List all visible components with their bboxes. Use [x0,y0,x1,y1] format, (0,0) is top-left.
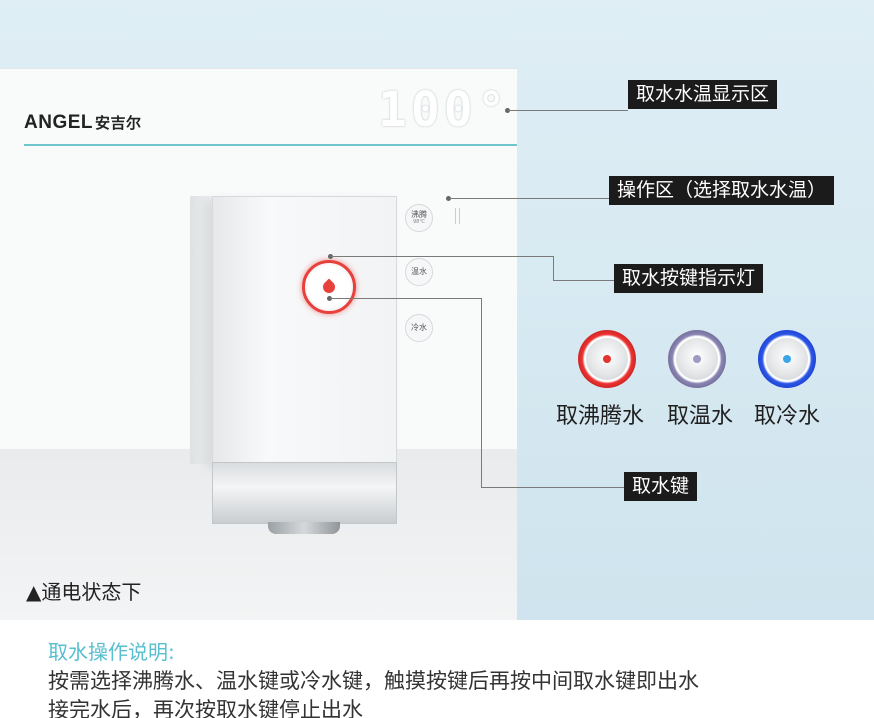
demo-cold-button-icon [758,330,816,388]
callout-dispense-key: 取水键 [624,472,698,501]
instructions-title: 取水操作说明: [48,640,175,664]
demo-boil-label: 取沸腾水 [556,404,645,429]
callout-temperature-display: 取水水温显示区 [628,80,778,109]
warm-water-key[interactable]: 温水 [405,258,433,286]
dispense-button[interactable] [302,260,356,314]
temperature-display: 100° [378,82,510,138]
boil-indicator-mark [455,208,460,224]
cold-key-label: 冷水 [411,322,427,332]
dispenser-head [212,196,397,464]
brand-name: ANGEL [24,112,93,133]
leader-line-light-h [331,256,554,257]
cold-water-key[interactable]: 冷水 [405,314,433,342]
leader-line-dispense-v [481,298,482,488]
instructions-line-1: 按需选择沸腾水、温水键或冷水键，触摸按键后再按中间取水键即出水 [48,669,699,693]
leader-dot-ops [446,196,451,201]
instructions-line-2: 接完水后，再次按取水键停止出水 [48,698,363,718]
brand-name-cn: 安吉尔 [95,115,142,132]
boil-key-sublabel: 98℃ [413,218,425,225]
water-drop-icon [320,278,338,296]
leader-line-dispense-h [330,298,482,299]
leader-dot-light [328,254,333,259]
warm-center-dot [693,355,701,363]
dispenser-head-side [190,196,214,464]
cold-center-dot [783,355,791,363]
demo-warm-label: 取温水 [667,404,734,429]
leader-dot-dispense [327,296,332,301]
boil-center-dot [603,355,611,363]
demo-cold-label: 取冷水 [754,404,821,429]
instructions-section [0,620,874,718]
leader-line-ops [449,198,609,199]
leader-dot-temp [505,108,510,113]
demo-boil-button-icon [578,330,636,388]
spout-nozzle [268,522,340,534]
warm-key-label: 温水 [411,266,427,276]
leader-line-temp [508,110,628,111]
leader-line-light-h2 [553,280,614,281]
spout-housing [212,462,397,524]
power-on-caption: ▲通电状态下 [26,580,142,604]
leader-line-light-v [553,256,554,281]
leader-line-dispense-h2 [481,487,624,488]
accent-divider [24,144,517,146]
callout-operation-area: 操作区（选择取水水温） [609,176,835,205]
boil-water-key[interactable]: 沸腾 98℃ [405,204,433,232]
demo-warm-button-icon [668,330,726,388]
boil-key-label: 沸腾 [411,209,427,219]
callout-indicator-light: 取水按键指示灯 [614,264,764,293]
